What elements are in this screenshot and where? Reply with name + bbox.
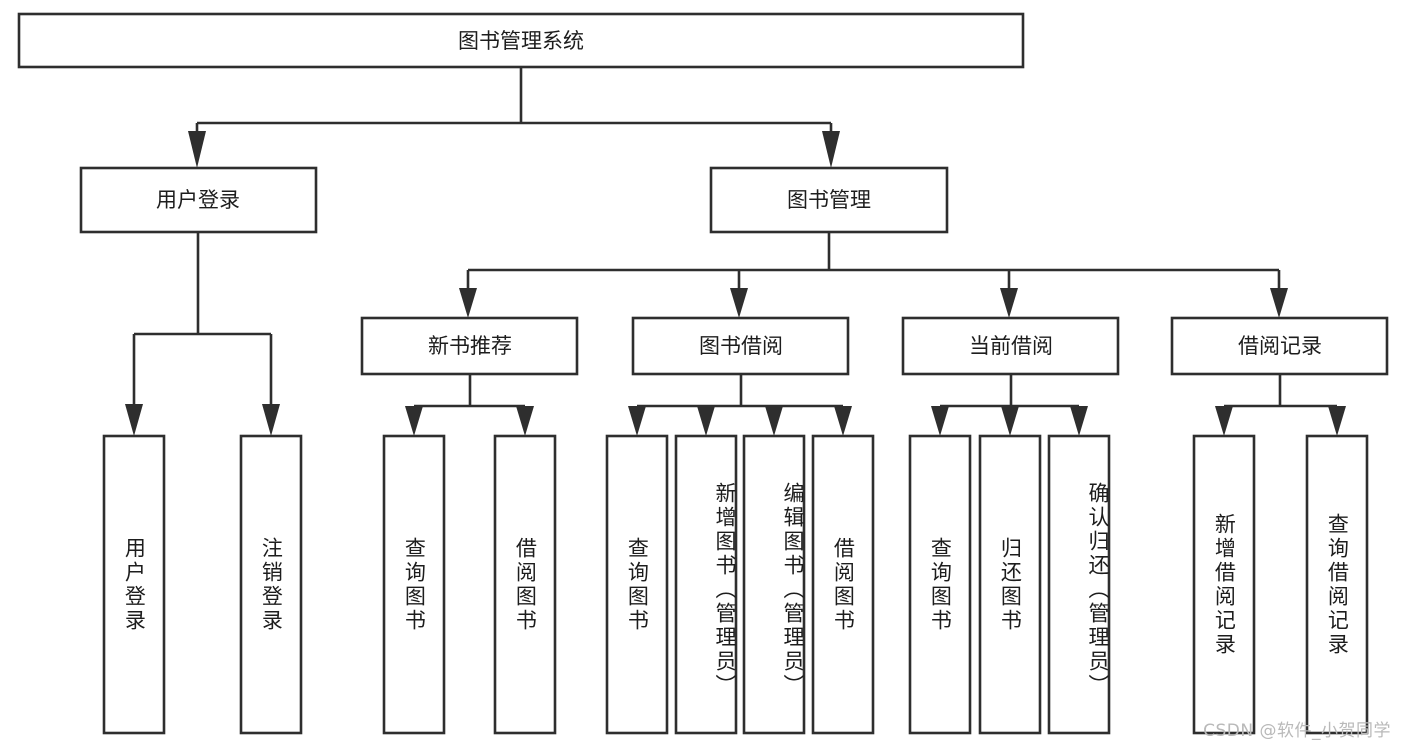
node-borrow-record-label: 借阅记录 bbox=[1238, 334, 1322, 358]
arrow-icon-to-book-mgmt bbox=[822, 131, 840, 168]
arrow-icon-new-book-leaf-2 bbox=[516, 406, 534, 436]
node-borrow-record-box[interactable] bbox=[1170, 316, 1389, 376]
watermark-text: CSDN @软件_小贺同学 bbox=[1203, 721, 1391, 741]
node-borrow-record[interactable]: 借阅记录 bbox=[1170, 316, 1389, 376]
node-book-management-box[interactable] bbox=[709, 166, 949, 234]
arrow-icon-user-login-leaf-2 bbox=[262, 404, 280, 436]
node-current-borrow-label: 当前借阅 bbox=[969, 334, 1053, 358]
node-book-borrow-label: 图书借阅 bbox=[699, 334, 783, 358]
node-user-login-label: 用户登录 bbox=[156, 188, 240, 212]
arrow-icon-to-new-book bbox=[459, 288, 477, 318]
arrow-icon-to-book-borrow bbox=[730, 288, 748, 318]
arrow-icon-borrow-record-leaf-1 bbox=[1215, 406, 1233, 436]
arrow-icon-book-borrow-leaf-2 bbox=[697, 406, 715, 436]
node-root-box[interactable] bbox=[17, 12, 1025, 69]
arrow-icon-to-user-login bbox=[188, 131, 206, 168]
node-book-management-label: 图书管理 bbox=[787, 188, 871, 212]
arrow-icon-new-book-leaf-1 bbox=[405, 406, 423, 436]
node-new-book-recommend-box[interactable] bbox=[360, 316, 579, 376]
node-book-borrow[interactable]: 图书借阅 bbox=[631, 316, 850, 376]
arrow-icon-book-borrow-leaf-3 bbox=[765, 406, 783, 436]
arrow-icon-to-borrow-record bbox=[1270, 288, 1288, 318]
leaf-box-current-borrow-1[interactable] bbox=[908, 434, 972, 735]
node-root-label: 图书管理系统 bbox=[458, 29, 584, 53]
leaf-box-new-book-1[interactable] bbox=[382, 434, 446, 735]
node-book-borrow-box[interactable] bbox=[631, 316, 850, 376]
leaf-box-borrow-record-1[interactable] bbox=[1192, 434, 1256, 735]
node-book-management[interactable]: 图书管理 bbox=[709, 166, 949, 234]
leaf-box-current-borrow-3[interactable] bbox=[1047, 434, 1111, 735]
arrow-icon-to-current-borrow bbox=[1000, 288, 1018, 318]
arrow-icon-book-borrow-leaf-4 bbox=[834, 406, 852, 436]
arrow-icon-borrow-record-leaf-2 bbox=[1328, 406, 1346, 436]
leaf-box-current-borrow-2[interactable] bbox=[978, 434, 1042, 735]
leaf-box-book-borrow-3[interactable] bbox=[742, 434, 806, 735]
arrow-icon-current-borrow-leaf-2 bbox=[1001, 406, 1019, 436]
leaf-box-user-login-1[interactable] bbox=[102, 434, 166, 735]
leaf-box-user-login-2[interactable] bbox=[239, 434, 303, 735]
node-current-borrow[interactable]: 当前借阅 bbox=[901, 316, 1120, 376]
leaf-box-borrow-record-2[interactable] bbox=[1305, 434, 1369, 735]
leaf-box-book-borrow-2[interactable] bbox=[674, 434, 738, 735]
arrow-icon-current-borrow-leaf-3 bbox=[1070, 406, 1088, 436]
arrow-icon-current-borrow-leaf-1 bbox=[931, 406, 949, 436]
node-user-login[interactable]: 用户登录 bbox=[79, 166, 318, 234]
node-new-book-recommend-label: 新书推荐 bbox=[428, 334, 512, 358]
node-root[interactable]: 图书管理系统 bbox=[17, 12, 1025, 69]
arrow-icon-book-borrow-leaf-1 bbox=[628, 406, 646, 436]
leaf-box-book-borrow-4[interactable] bbox=[811, 434, 875, 735]
arrow-icon-user-login-leaf-1 bbox=[125, 404, 143, 436]
node-new-book-recommend[interactable]: 新书推荐 bbox=[360, 316, 579, 376]
leaf-box-book-borrow-1[interactable] bbox=[605, 434, 669, 735]
leaf-box-new-book-2[interactable] bbox=[493, 434, 557, 735]
node-current-borrow-box[interactable] bbox=[901, 316, 1120, 376]
